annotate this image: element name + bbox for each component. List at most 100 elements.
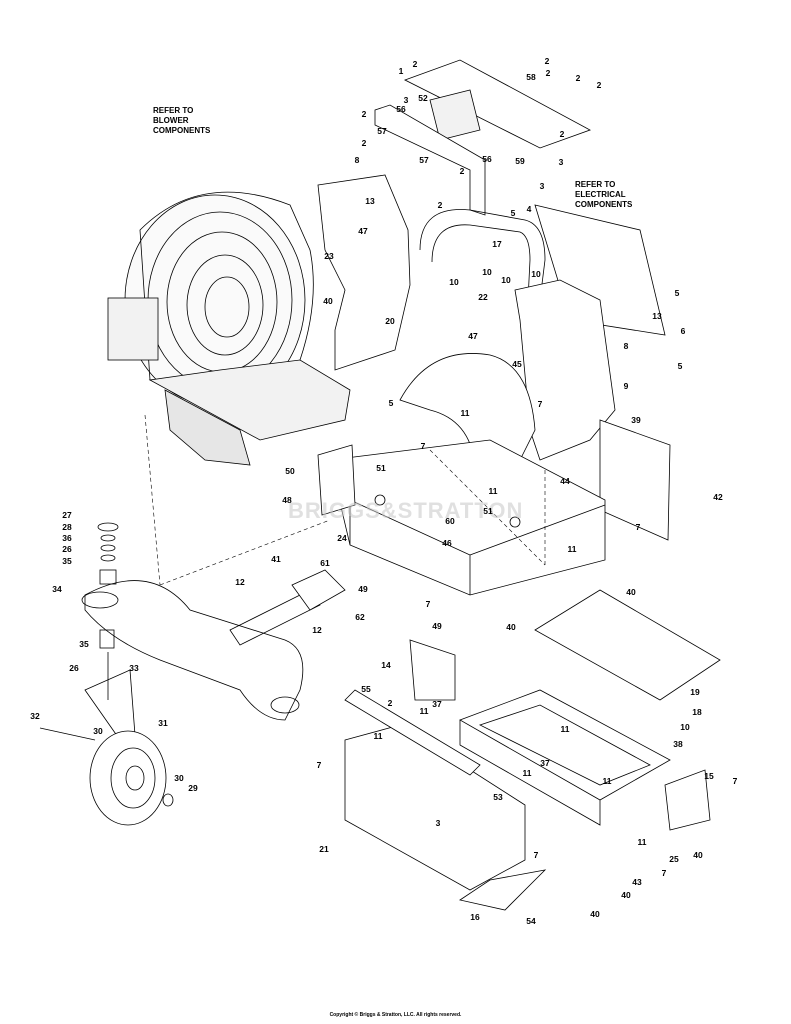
callout-46: 46 bbox=[442, 538, 452, 548]
handle-bar-drawing bbox=[419, 209, 546, 301]
callout-54: 54 bbox=[526, 916, 536, 926]
callout-11: 11 bbox=[488, 486, 498, 496]
callout-61: 61 bbox=[320, 558, 330, 568]
callout-3: 3 bbox=[403, 95, 409, 105]
callout-62: 62 bbox=[355, 612, 365, 622]
callout-1: 1 bbox=[398, 66, 404, 76]
callout-7: 7 bbox=[732, 776, 738, 786]
bearing-stack-drawing bbox=[97, 522, 119, 700]
callout-5: 5 bbox=[674, 288, 680, 298]
callout-7: 7 bbox=[425, 599, 431, 609]
callout-9: 9 bbox=[623, 381, 629, 391]
callout-10: 10 bbox=[449, 277, 459, 287]
callout-24: 24 bbox=[337, 533, 347, 543]
left-upright-bracket-drawing bbox=[317, 174, 411, 371]
callout-13: 13 bbox=[365, 196, 375, 206]
callout-30: 30 bbox=[93, 726, 103, 736]
callout-18: 18 bbox=[692, 707, 702, 717]
callout-57: 57 bbox=[419, 155, 429, 165]
callout-11: 11 bbox=[602, 776, 612, 786]
callout-28: 28 bbox=[62, 522, 72, 532]
callout-5: 5 bbox=[388, 398, 394, 408]
callout-40: 40 bbox=[590, 909, 600, 919]
callout-27: 27 bbox=[62, 510, 72, 520]
note-electrical-line-1: REFER TO bbox=[575, 180, 616, 189]
callout-40: 40 bbox=[506, 622, 516, 632]
callout-31: 31 bbox=[158, 718, 168, 728]
callout-11: 11 bbox=[419, 706, 429, 716]
note-blower-line-3: COMPONENTS bbox=[153, 126, 211, 135]
note-electrical-line-3: COMPONENTS bbox=[575, 200, 633, 209]
callout-45: 45 bbox=[512, 359, 522, 369]
callout-12: 12 bbox=[312, 625, 322, 635]
callout-7: 7 bbox=[661, 868, 667, 878]
callout-5: 5 bbox=[510, 208, 516, 218]
caster-wheel-drawing bbox=[39, 669, 174, 826]
blower-housing-drawing bbox=[107, 191, 351, 466]
front-axle-drawing bbox=[81, 580, 321, 721]
callout-19: 19 bbox=[690, 687, 700, 697]
callout-51: 51 bbox=[483, 506, 493, 516]
callout-2: 2 bbox=[575, 73, 581, 83]
callout-2: 2 bbox=[361, 138, 367, 148]
brand-watermark: BRIGGS&STRATTON bbox=[288, 498, 524, 523]
dash-guide-lines bbox=[144, 414, 546, 586]
callout-7: 7 bbox=[316, 760, 322, 770]
dash-panel-drawing bbox=[374, 104, 486, 216]
callout-49: 49 bbox=[432, 621, 442, 631]
callout-40: 40 bbox=[621, 890, 631, 900]
callout-43: 43 bbox=[632, 877, 642, 887]
copyright-footer: Copyright © Briggs & Stratton, LLC. All … bbox=[329, 1012, 462, 1018]
callout-2: 2 bbox=[412, 59, 418, 69]
callout-2: 2 bbox=[559, 129, 565, 139]
callout-35: 35 bbox=[79, 639, 89, 649]
callout-7: 7 bbox=[537, 399, 543, 409]
callout-42: 42 bbox=[713, 492, 723, 502]
rear-panel-drawing bbox=[599, 419, 671, 541]
callout-16: 16 bbox=[470, 912, 480, 922]
callout-33: 33 bbox=[129, 663, 139, 673]
callout-7: 7 bbox=[635, 522, 641, 532]
callout-30: 30 bbox=[174, 773, 184, 783]
callout-40: 40 bbox=[693, 850, 703, 860]
callout-40: 40 bbox=[323, 296, 333, 306]
channel-bracket-drawing bbox=[344, 689, 481, 776]
callout-52: 52 bbox=[418, 93, 428, 103]
callout-11: 11 bbox=[522, 768, 532, 778]
right-mount-bracket-drawing bbox=[664, 769, 711, 831]
callout-2: 2 bbox=[387, 698, 393, 708]
lower-frame-drawing bbox=[459, 689, 671, 826]
mount-plate-drawing bbox=[317, 444, 356, 516]
callout-26: 26 bbox=[62, 544, 72, 554]
callout-11: 11 bbox=[637, 837, 647, 847]
left-mount-bracket-drawing bbox=[409, 639, 456, 701]
callout-3: 3 bbox=[435, 818, 441, 828]
callout-49: 49 bbox=[358, 584, 368, 594]
callout-2: 2 bbox=[544, 56, 550, 66]
callout-55: 55 bbox=[361, 684, 371, 694]
callout-41: 41 bbox=[271, 554, 281, 564]
callout-13: 13 bbox=[652, 311, 662, 321]
callout-56: 56 bbox=[482, 154, 492, 164]
callout-2: 2 bbox=[459, 166, 465, 176]
wheel-shroud-drawing bbox=[399, 353, 536, 471]
callout-10: 10 bbox=[501, 275, 511, 285]
note-blower-line-1: REFER TO bbox=[153, 106, 194, 115]
callout-48: 48 bbox=[282, 495, 292, 505]
callout-36: 36 bbox=[62, 533, 72, 543]
callout-11: 11 bbox=[567, 544, 577, 554]
callout-56: 56 bbox=[396, 104, 406, 114]
callout-23: 23 bbox=[324, 251, 334, 261]
callout-8: 8 bbox=[623, 341, 629, 351]
callout-59: 59 bbox=[515, 156, 525, 166]
callout-2: 2 bbox=[437, 200, 443, 210]
callout-6: 6 bbox=[680, 326, 686, 336]
callout-17: 17 bbox=[492, 239, 502, 249]
callout-11: 11 bbox=[560, 724, 570, 734]
callout-2: 2 bbox=[361, 109, 367, 119]
callout-3: 3 bbox=[558, 157, 564, 167]
note-blower-line-2: BLOWER bbox=[153, 116, 189, 125]
callout-25: 25 bbox=[669, 854, 679, 864]
